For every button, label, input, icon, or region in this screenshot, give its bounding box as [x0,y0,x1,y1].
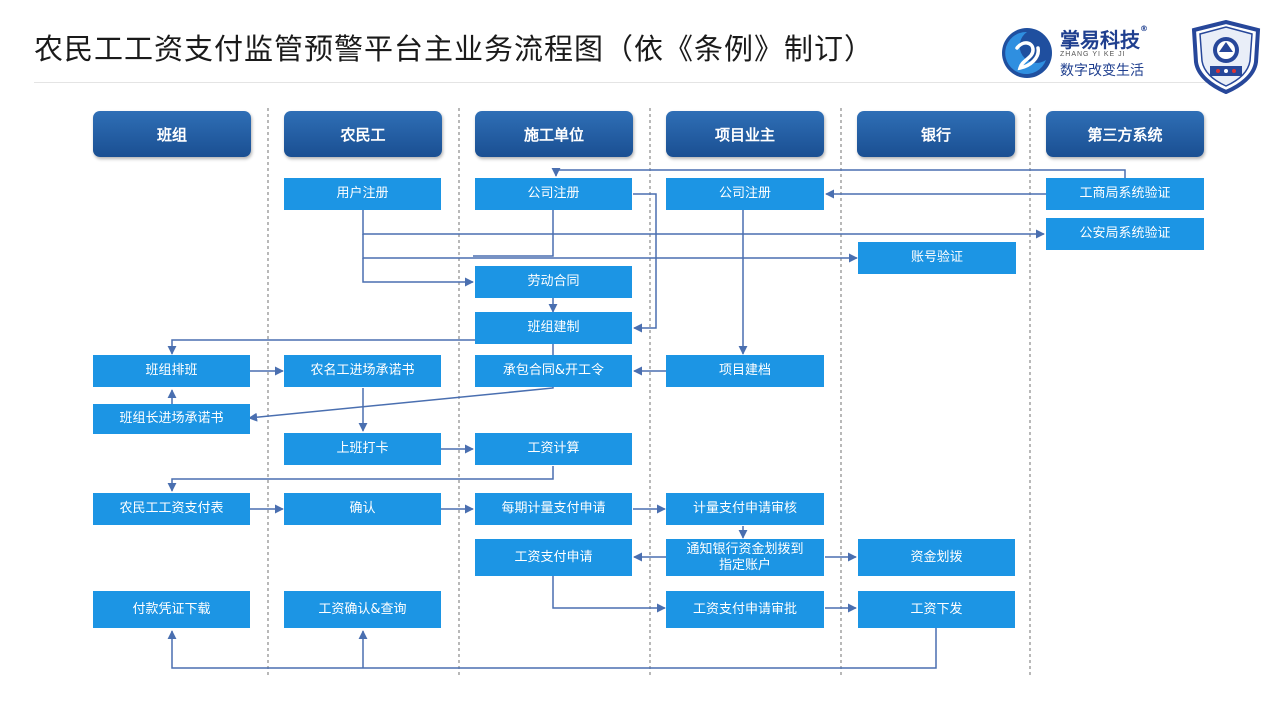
step-worker-entry-pledge: 农名工进场承诺书 [284,355,441,387]
step-wage-distribution: 工资下发 [858,591,1015,628]
connector-company-to-contract [473,210,554,257]
connector-user-to-account [362,234,858,263]
step-clock-in: 上班打卡 [284,433,441,465]
lane-dividers [267,108,1031,678]
company-logo-icon [1002,28,1052,78]
step-confirm: 确认 [284,493,441,525]
step-team-setup: 班组建制 [475,312,632,344]
step-leader-entry-pledge: 班组长进场承诺书 [93,404,250,434]
company-name: 掌易科技® [1060,24,1148,52]
step-receipt-download: 付款凭证下载 [93,591,250,628]
lane-header-third-party: 第三方系统 [1046,111,1204,157]
lane-header-contractor: 施工单位 [475,111,633,157]
step-notify-bank: 通知银行资金划拨到指定账户 [666,539,824,576]
connector-distribution-to-receipt [167,628,937,669]
company-logo: 掌易科技® ZHANG YI KE JI 数字改变生活 [1000,22,1170,82]
lane-header-worker: 农民工 [284,111,442,157]
page-title: 农民工工资支付监管预警平台主业务流程图（依《条例》制订） [34,32,875,66]
connector-user-to-contract [362,258,474,287]
company-english-name: ZHANG YI KE JI [1060,51,1126,58]
step-account-verify: 账号验证 [858,242,1016,274]
step-team-schedule: 班组排班 [93,355,250,387]
step-wage-approval: 工资支付申请审批 [666,591,824,628]
lane-header-bank: 银行 [857,111,1015,157]
step-aic-verify: 工商局系统验证 [1046,178,1204,210]
step-wage-sheet: 农民工工资支付表 [93,493,250,525]
step-periodic-payment-request: 每期计量支付申请 [475,493,632,525]
step-wage-confirm-query: 工资确认&查询 [284,591,441,628]
step-payment-review: 计量支付申请审核 [666,493,824,525]
connector-company-to-team [633,193,657,333]
step-labor-contract: 劳动合同 [475,266,632,298]
step-police-verify: 公安局系统验证 [1046,218,1204,250]
step-company-register-contractor: 公司注册 [475,178,632,210]
step-wage-payment-request: 工资支付申请 [475,539,632,576]
step-company-register-owner: 公司注册 [666,178,824,210]
step-user-register: 用户注册 [284,178,441,210]
lane-header-owner: 项目业主 [666,111,824,157]
registered-mark: ® [1140,24,1148,33]
connector-request-to-approval [552,576,666,613]
step-fund-transfer: 资金划拨 [858,539,1015,576]
shield-badge-icon [1191,20,1261,94]
lane-header-team: 班组 [93,111,251,157]
company-slogan: 数字改变生活 [1060,63,1144,79]
step-contract-start-order: 承包合同&开工令 [475,355,632,387]
step-project-filing: 项目建档 [666,355,824,387]
step-wage-calc: 工资计算 [475,433,632,465]
connector-user-to-police [362,210,1045,239]
connector-aic-to-contractor [551,167,1126,180]
connector-calc-to-wage-sheet [167,466,554,492]
title-divider [34,82,1244,83]
